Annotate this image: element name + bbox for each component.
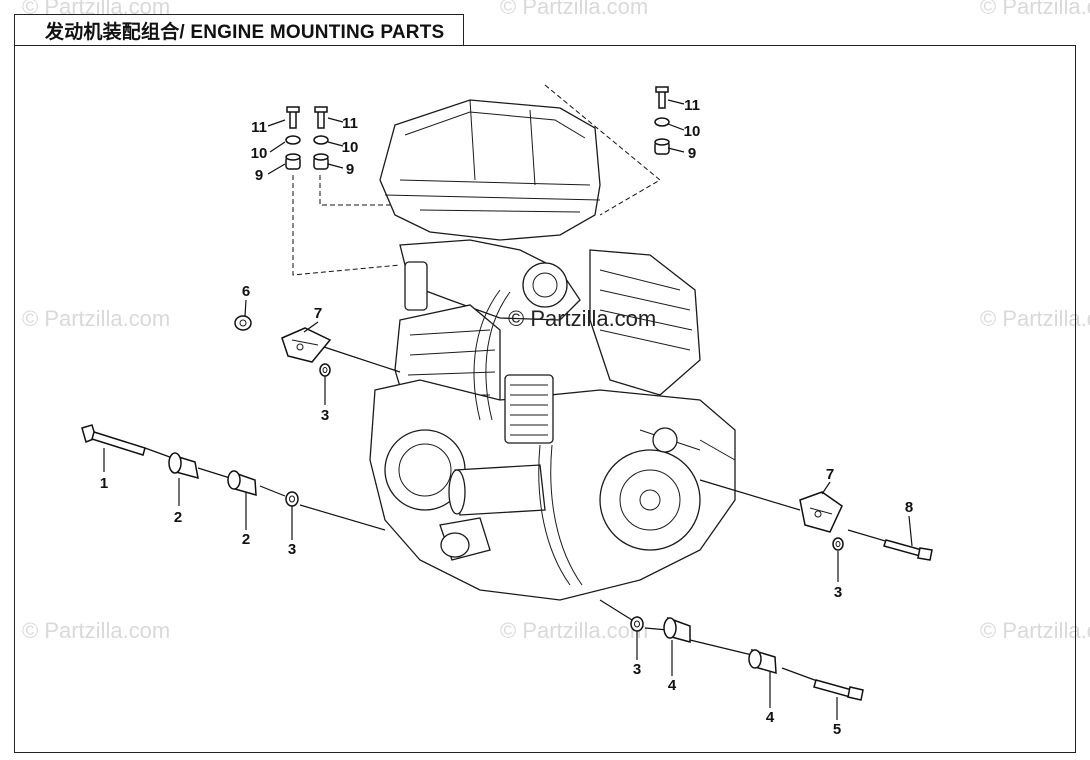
watermark: © Partzilla.com [22, 618, 171, 643]
callout-9: 9 [255, 167, 263, 184]
callout-11: 11 [251, 119, 267, 136]
callout-2: 2 [174, 509, 182, 526]
callout-3: 3 [321, 407, 329, 424]
callout-10: 10 [342, 139, 359, 156]
nut-part-3-lower [630, 616, 644, 632]
nut-part-3-left [285, 491, 299, 507]
callout-2: 2 [242, 531, 250, 548]
nut-part-3-upper [319, 363, 331, 377]
page-title: 发动机装配组合/ ENGINE MOUNTING PARTS [45, 21, 445, 43]
bushing-part-4b [748, 648, 777, 675]
callout-3: 3 [633, 661, 641, 678]
callout-9: 9 [346, 161, 354, 178]
callout-5: 5 [833, 721, 841, 738]
bracket-part-7-left [281, 327, 332, 363]
bolt-part-1 [81, 424, 146, 456]
watermark: © Partzilla.com [980, 306, 1090, 331]
callout-6: 6 [242, 283, 250, 300]
nut-part-3-right [832, 537, 844, 551]
watermark: © Partzilla.com [500, 618, 649, 643]
watermark-center: © Partzilla.com [508, 306, 656, 331]
bolt-part-8 [883, 539, 933, 561]
bushing-part-4a [663, 616, 691, 643]
callout-7: 7 [314, 305, 322, 322]
bracket-part-7-right [799, 491, 843, 533]
engine-assembly [369, 99, 736, 601]
callout-10: 10 [684, 123, 701, 140]
callout-4: 4 [766, 709, 775, 726]
callout-4: 4 [668, 677, 677, 694]
callout-11: 11 [342, 115, 358, 132]
watermark: © Partzilla.com [22, 306, 171, 331]
bushing-part-2a [168, 452, 199, 480]
bolt-part-5 [813, 679, 864, 701]
top-mount-stack-left [285, 106, 301, 170]
nut-part-6 [234, 315, 252, 331]
callout-10: 10 [251, 145, 268, 162]
callout-7: 7 [826, 466, 834, 483]
callout-9: 9 [688, 145, 696, 162]
watermark: © Partzilla.com [980, 618, 1090, 643]
watermark: © Partzilla.com [500, 0, 649, 19]
diagram-frame [14, 45, 1076, 753]
bushing-part-2b [227, 470, 257, 497]
title-box: 发动机装配组合/ ENGINE MOUNTING PARTS [14, 14, 464, 46]
top-mount-stack-right [654, 86, 670, 155]
callout-3: 3 [834, 584, 842, 601]
callout-3: 3 [288, 541, 296, 558]
watermark: © Partzilla.com [980, 0, 1090, 19]
callout-11: 11 [684, 97, 700, 114]
callout-8: 8 [905, 499, 913, 516]
top-mount-stack-middle [313, 106, 329, 170]
callout-1: 1 [100, 475, 108, 492]
